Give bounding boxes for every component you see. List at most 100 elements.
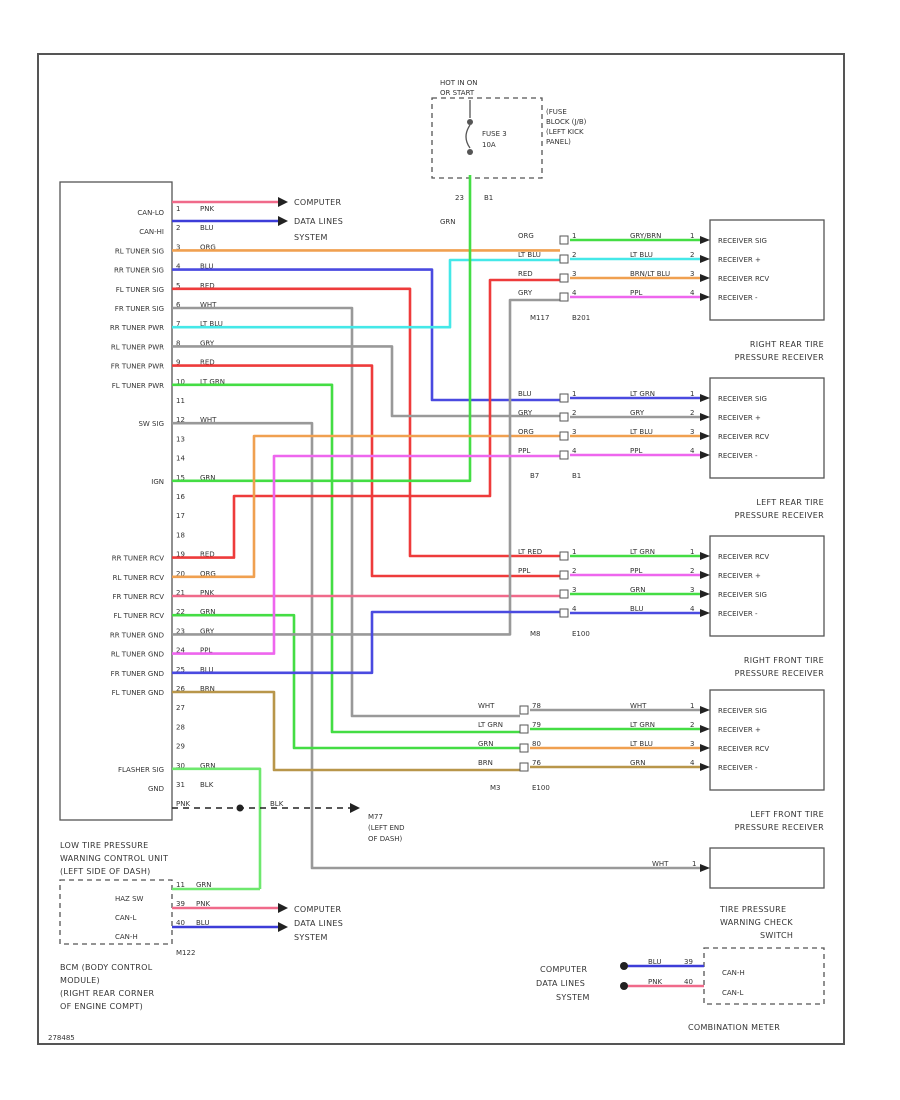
fuse-section: HOT IN ON OR START FUSE 3 10A (FUSE BLOC… xyxy=(431,79,587,226)
cdl-meter-line-2: DATA LINES xyxy=(536,979,585,988)
control-unit-pin-label: FL TUNER RCV xyxy=(114,612,165,620)
ground-line-3: OF DASH) xyxy=(368,835,403,843)
receiver-out-wire-color: LT GRN xyxy=(630,548,655,556)
control-unit-pin-wire-color: BRN xyxy=(200,685,215,693)
control-unit-pin-number: 28 xyxy=(176,723,185,731)
receiver-in-pin: 2 xyxy=(572,409,576,417)
control-unit-name-3: (LEFT SIDE OF DASH) xyxy=(60,867,151,876)
arrow-right-icon xyxy=(278,216,288,226)
receiver-out-wire-color: LT GRN xyxy=(630,721,655,729)
control-unit-box xyxy=(59,181,173,821)
hot-bus-label-2: OR START xyxy=(440,89,475,97)
receiver-in-wire-color: PPL xyxy=(518,447,530,455)
receiver-in-wire-color: GRY xyxy=(518,289,533,297)
receiver-box xyxy=(709,219,825,321)
fuse-rating: 10A xyxy=(482,141,496,149)
receiver-connector-a: M8 xyxy=(530,630,541,638)
receiver-row-label: RECEIVER SIG xyxy=(718,591,767,599)
receiver-in-wire-color: LT BLU xyxy=(518,251,541,259)
wire-route xyxy=(172,767,262,889)
cdl-top-line-1: COMPUTER xyxy=(294,198,342,207)
receiver-connector-b: B201 xyxy=(572,314,590,322)
receiver-out-pin: 3 xyxy=(690,586,694,594)
control-unit-pin-wire-color: PNK xyxy=(200,589,214,597)
control-unit-pin-label: FR TUNER GND xyxy=(111,670,164,678)
receiver-in-pin: 2 xyxy=(572,567,576,575)
receiver-row-label: RECEIVER SIG xyxy=(718,707,767,715)
warning-check-name-2: WARNING CHECK xyxy=(720,918,793,927)
receiver-in-pin: 3 xyxy=(572,586,576,594)
combination-meter-wire-2: PNK xyxy=(648,978,662,986)
arrow-right-icon xyxy=(278,903,288,913)
receiver-box xyxy=(709,535,825,637)
fuse-wire-color: GRN xyxy=(440,218,456,226)
receiver-in-wire-color: BRN xyxy=(478,759,493,767)
bcm-name-4: OF ENGINE COMPT) xyxy=(60,1002,143,1011)
receiver-name-2: PRESSURE RECEIVER xyxy=(735,511,825,520)
receiver-out-pin: 3 xyxy=(690,428,694,436)
bcm-pin-3: 40 xyxy=(176,919,185,927)
receiver-in-wire-color: ORG xyxy=(518,428,534,436)
control-unit-pin-number: 17 xyxy=(176,512,185,520)
warning-check-switch: WHT 1 TIRE PRESSURE WARNING CHECK SWITCH xyxy=(652,847,825,940)
connector-pin-icon xyxy=(559,608,569,618)
arrow-left-icon xyxy=(620,962,628,970)
control-unit-pin-wire-color: GRN xyxy=(200,608,216,616)
connector-pin-icon xyxy=(519,724,529,734)
bcm-row-1: HAZ SW xyxy=(115,895,144,903)
control-unit-pin-wire-color: GRY xyxy=(200,339,215,347)
control-unit-pin-number: 26 xyxy=(176,685,185,693)
ground-section: PNK BLK M77 (LEFT END OF DASH) xyxy=(172,800,405,843)
receiver-in-pin: 76 xyxy=(532,759,541,767)
control-unit-pin-number: 23 xyxy=(176,627,185,635)
arrow-right-icon xyxy=(700,274,710,282)
receiver-connector-b: E100 xyxy=(532,784,550,792)
control-unit-pin-number: 21 xyxy=(176,589,185,597)
control-unit-pin-label: FL TUNER PWR xyxy=(112,382,164,390)
bcm-name-1: BCM (BODY CONTROL xyxy=(60,963,153,972)
receiver-out-pin: 2 xyxy=(690,721,694,729)
control-unit-pin-label: CAN-HI xyxy=(139,228,164,236)
wire-route xyxy=(172,175,472,483)
arrow-right-icon xyxy=(700,293,710,301)
receiver-in-pin: 1 xyxy=(572,232,576,240)
cdl-top-line-3: SYSTEM xyxy=(294,233,328,242)
connector-pin-icon xyxy=(519,705,529,715)
receiver-out-wire-color: LT BLU xyxy=(630,251,653,259)
footer-code: 278485 xyxy=(48,1034,75,1042)
receiver-out-pin: 2 xyxy=(690,409,694,417)
combination-meter-row-1: CAN-H xyxy=(722,969,745,977)
receiver-connector-b: E100 xyxy=(572,630,590,638)
fuse-pin-a: 23 xyxy=(455,194,464,202)
control-unit-pin-number: 18 xyxy=(176,531,185,539)
receiver-out-pin: 4 xyxy=(690,447,695,455)
ground-line-2: (LEFT END xyxy=(368,824,405,832)
arrow-right-icon xyxy=(700,552,710,560)
control-unit-pin-wire-color: RED xyxy=(200,551,215,559)
receiver-out-pin: 1 xyxy=(690,548,694,556)
bcm-box xyxy=(59,879,173,945)
bcm-wire-2: PNK xyxy=(196,900,210,908)
wire-route xyxy=(172,421,700,870)
fuse-terminal-bottom-icon xyxy=(467,149,473,155)
cdl-bottom-line-1: COMPUTER xyxy=(294,905,342,914)
cdl-top-line-2: DATA LINES xyxy=(294,217,343,226)
receiver-name-1: LEFT FRONT TIRE xyxy=(750,810,824,819)
receiver-out-pin: 2 xyxy=(690,567,694,575)
receiver-out-pin: 3 xyxy=(690,740,694,748)
combination-meter: CAN-H CAN-L BLU 39 PNK 40 COMPUTER DATA … xyxy=(536,947,825,1032)
receiver-out-pin: 1 xyxy=(690,232,694,240)
control-unit-pin-label: SW SIG xyxy=(138,420,164,428)
control-unit-pin-number: 15 xyxy=(176,474,185,482)
receiver-row-label: RECEIVER - xyxy=(718,452,758,460)
receiver-in-pin: 3 xyxy=(572,428,576,436)
control-unit-pin-number: 25 xyxy=(176,666,185,674)
cdl-meter-line-3: SYSTEM xyxy=(556,993,590,1002)
receiver-row-label: RECEIVER RCV xyxy=(718,433,769,441)
wire-route xyxy=(172,454,560,655)
control-unit-pin-wire-color: BLU xyxy=(200,263,213,271)
connector-pin-icon xyxy=(519,743,529,753)
